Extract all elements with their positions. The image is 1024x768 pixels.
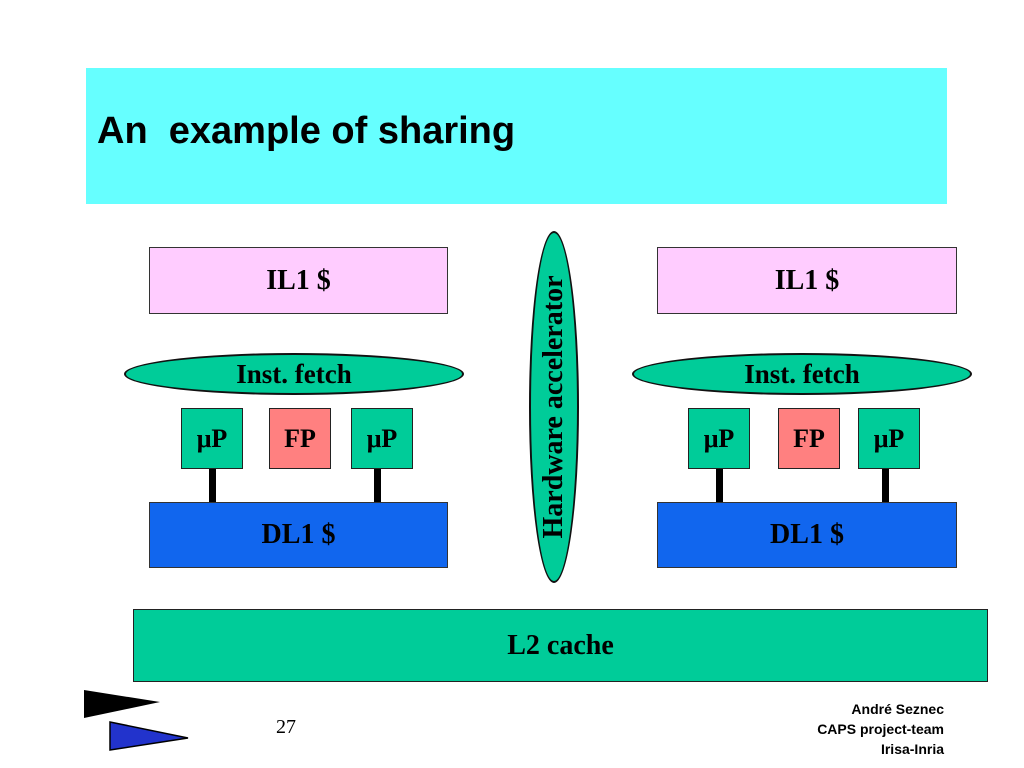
left-connector-a (209, 469, 216, 502)
page-number: 27 (276, 716, 296, 738)
blue-arrow-icon (109, 721, 189, 751)
author-credit: André Seznec CAPS project-team Irisa-Inr… (817, 699, 944, 759)
right-processor-a: μP (688, 408, 750, 469)
left-processor-a: μP (181, 408, 243, 469)
organization-name: Irisa-Inria (880, 741, 944, 757)
left-inst-fetch: Inst. fetch (124, 353, 464, 395)
right-fpu: FP (778, 408, 840, 469)
left-processor-b: μP (351, 408, 413, 469)
author-name: André Seznec (851, 701, 944, 717)
title-band (86, 68, 947, 204)
left-fpu: FP (269, 408, 331, 469)
right-il1-cache: IL1 $ (657, 247, 957, 314)
hardware-accelerator (529, 231, 579, 583)
left-il1-cache: IL1 $ (149, 247, 448, 314)
right-dl1-cache: DL1 $ (657, 502, 957, 568)
right-processor-b: μP (858, 408, 920, 469)
right-connector-b (882, 469, 889, 502)
left-dl1-cache: DL1 $ (149, 502, 448, 568)
right-inst-fetch: Inst. fetch (632, 353, 972, 395)
slide-title: An example of sharing (97, 110, 516, 152)
right-connector-a (716, 469, 723, 502)
team-name: CAPS project-team (817, 721, 944, 737)
left-connector-b (374, 469, 381, 502)
l2-cache: L2 cache (133, 609, 988, 682)
hardware-accelerator-label: Hardware accelerator (538, 275, 569, 539)
black-arrow-icon (84, 690, 160, 718)
